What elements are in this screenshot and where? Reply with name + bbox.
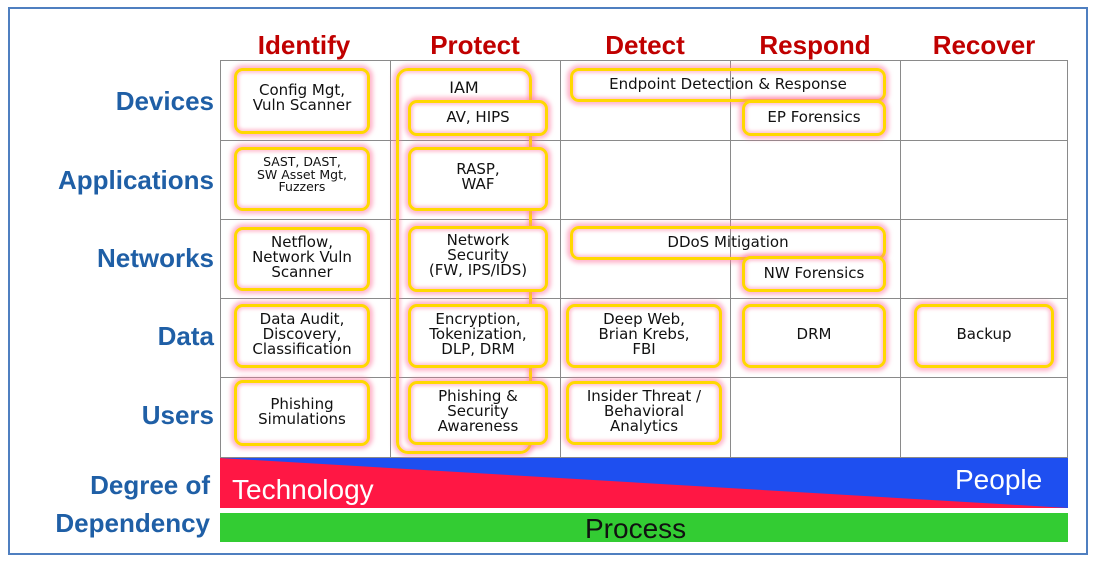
grid-line: [220, 377, 1068, 378]
cell-identify-users: Phishing Simulations: [234, 380, 370, 446]
cell-respond-networks: NW Forensics: [742, 256, 886, 292]
dependency-bands: [220, 458, 1068, 542]
cell-protect-applications: RASP, WAF: [408, 147, 548, 211]
cell-text: Insider Threat / Behavioral Analytics: [586, 387, 702, 435]
process-label: Process: [585, 513, 687, 544]
people-label: People: [955, 464, 1043, 495]
cell-protect-users: Phishing & Security Awareness: [408, 381, 548, 445]
column-identify: Identify: [257, 30, 351, 60]
cell-identify-devices: Config Mgt, Vuln Scanner: [234, 68, 370, 134]
cell-detect-data: Deep Web, Brian Krebs, FBI: [566, 304, 722, 368]
cell-protect-networks: Network Security (FW, IPS/IDS): [408, 226, 548, 292]
grid-line: [220, 140, 1068, 141]
cell-text: SAST, DAST, SW Asset Mgt, Fuzzers: [256, 154, 347, 194]
cell-text: DDoS Mitigation: [667, 233, 789, 251]
row-users: Users: [141, 400, 214, 430]
column-protect: Protect: [430, 30, 520, 60]
grid-line: [900, 60, 901, 458]
column-recover: Recover: [932, 30, 1036, 60]
cell-endpoint-detection-response: Endpoint Detection & Response: [570, 68, 886, 102]
cell-text: DRM: [796, 325, 832, 343]
cell-text: NW Forensics: [763, 264, 865, 282]
technology-band: [220, 458, 1068, 508]
cell-ddos-mitigation: DDoS Mitigation: [570, 226, 886, 260]
cell-text: Data Audit, Discovery, Classification: [252, 310, 352, 358]
column-respond: Respond: [759, 30, 871, 60]
cell-text: Endpoint Detection & Response: [609, 75, 847, 93]
dependency-label-line2: Dependency: [55, 508, 210, 538]
row-applications: Applications: [57, 165, 214, 195]
cell-text: Phishing & Security Awareness: [437, 387, 519, 435]
cell-detect-users: Insider Threat / Behavioral Analytics: [566, 381, 722, 445]
row-data: Data: [157, 321, 214, 351]
cell-text: Encryption, Tokenization, DLP, DRM: [429, 310, 527, 358]
cell-respond-data: DRM: [742, 304, 886, 368]
cell-text: Config Mgt, Vuln Scanner: [252, 81, 352, 114]
cell-text-iam: IAM: [449, 78, 479, 97]
cell-text: Network Security (FW, IPS/IDS): [428, 231, 528, 279]
cell-text: Backup: [956, 325, 1012, 343]
cell-protect-devices: AV, HIPS: [408, 100, 548, 136]
cell-text: AV, HIPS: [446, 108, 510, 126]
grid-line: [220, 219, 1068, 220]
cell-text: Netflow, Network Vuln Scanner: [252, 233, 352, 281]
cell-recover-data: Backup: [914, 304, 1054, 368]
grid-line: [390, 60, 391, 458]
grid-line: [560, 60, 561, 458]
cell-identify-networks: Netflow, Network Vuln Scanner: [234, 227, 370, 291]
cell-respond-devices: EP Forensics: [742, 100, 886, 136]
cell-identify-data: Data Audit, Discovery, Classification: [234, 304, 370, 368]
diagram-frame: [8, 7, 1088, 555]
row-devices: Devices: [115, 86, 214, 116]
process-band: [220, 513, 1068, 542]
cell-text: RASP, WAF: [456, 160, 500, 193]
grid-line: [220, 298, 1068, 299]
technology-label: Technology: [232, 474, 374, 505]
cell-text: Deep Web, Brian Krebs, FBI: [598, 310, 690, 358]
dependency-label-line1: Degree of: [90, 470, 210, 500]
row-networks: Networks: [96, 243, 214, 273]
cell-text: Phishing Simulations: [258, 395, 346, 428]
cell-text: EP Forensics: [767, 108, 861, 126]
cell-protect-data: Encryption, Tokenization, DLP, DRM: [408, 304, 548, 368]
matrix-grid: [220, 60, 1068, 458]
cell-identify-applications: SAST, DAST, SW Asset Mgt, Fuzzers: [234, 147, 370, 211]
column-detect: Detect: [605, 30, 685, 60]
